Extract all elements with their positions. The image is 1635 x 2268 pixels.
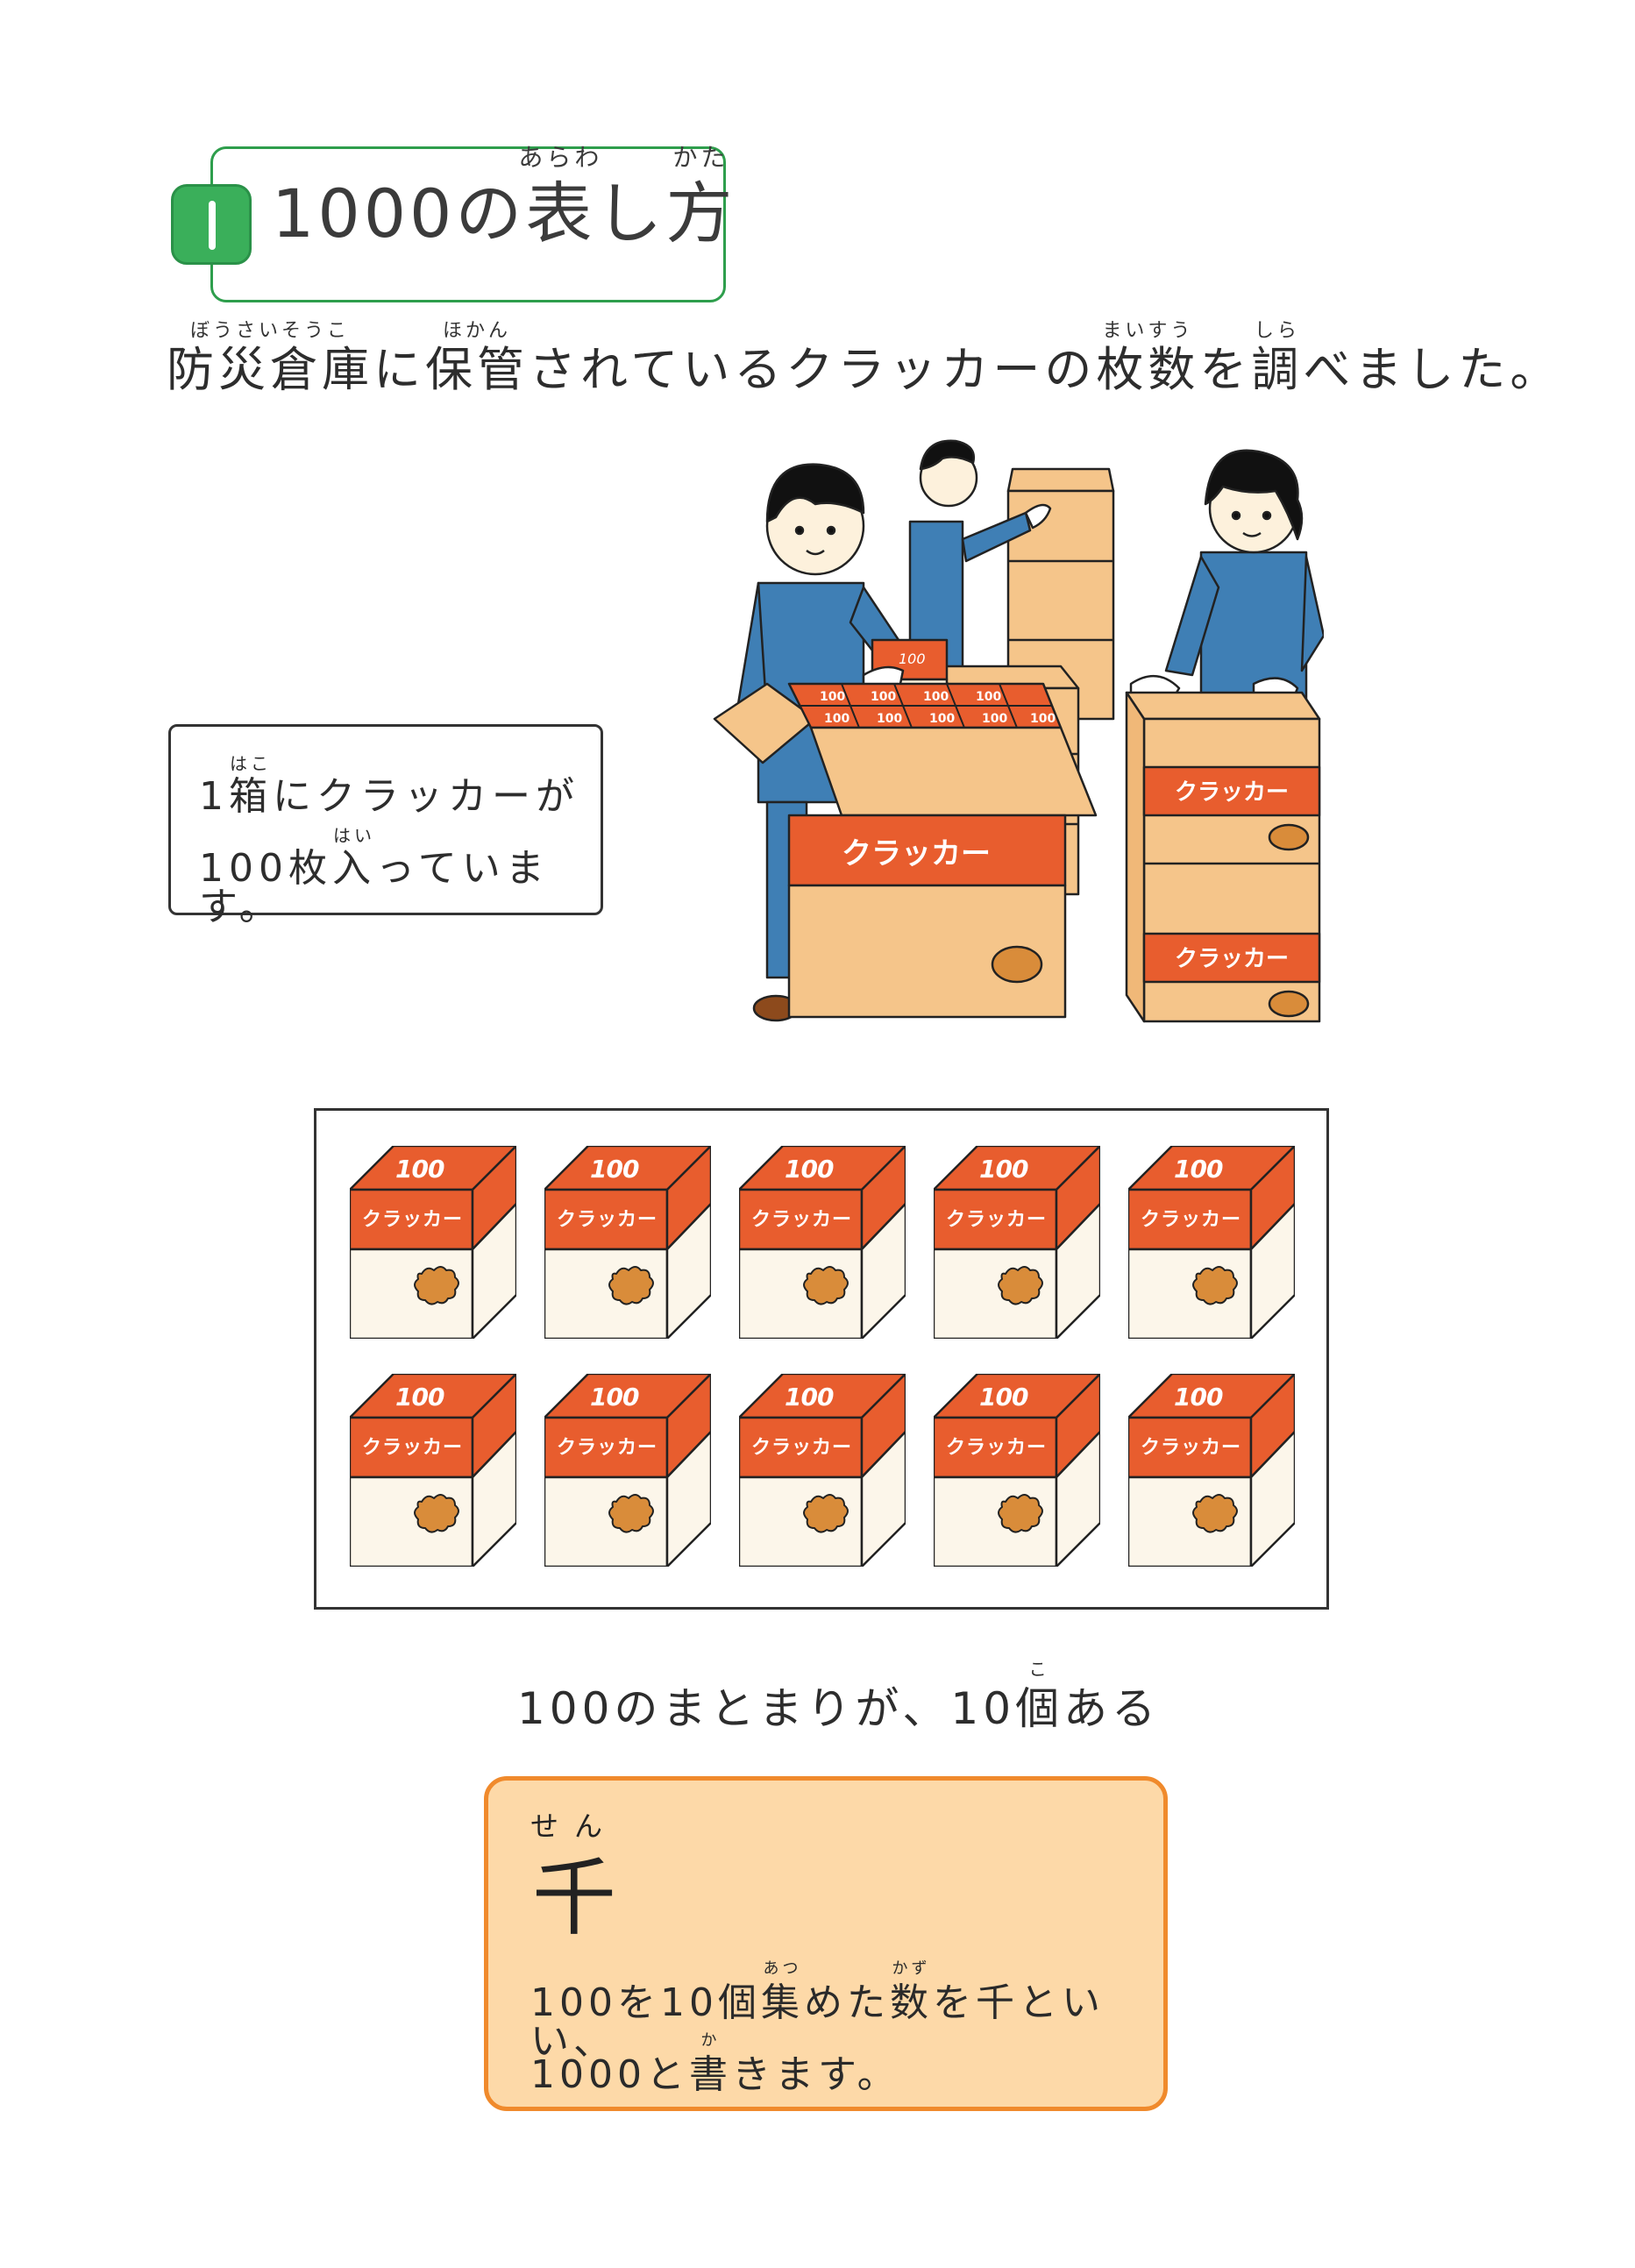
svg-text:100: 100 — [923, 690, 949, 704]
crates-panel: 100 クラッカー 100 クラッカー 100 クラッカー 100 クラッカー … — [314, 1108, 1329, 1610]
crate-name-label: クラッカー — [362, 1209, 464, 1231]
crate-count-label: 100 — [979, 1383, 1028, 1411]
crate-item: 100 クラッカー — [739, 1374, 906, 1567]
crate-count-label: 100 — [590, 1155, 639, 1184]
crate-grid: 100 クラッカー 100 クラッカー 100 クラッカー 100 クラッカー … — [350, 1146, 1295, 1575]
svg-text:100: 100 — [976, 690, 1001, 704]
intro-sentence: ぼうさいそうこ防災倉庫にほかん保管されているクラッカーのまいすう枚数をしら調べま… — [167, 320, 1562, 397]
section-number-badge — [171, 184, 252, 265]
crate-name-label: クラッカー — [946, 1437, 1048, 1459]
crate-item: 100 クラッカー — [544, 1374, 711, 1567]
svg-text:100: 100 — [824, 712, 849, 726]
svg-text:100: 100 — [1030, 712, 1056, 726]
title-prefix: 1000の — [272, 174, 526, 252]
svg-text:100: 100 — [929, 712, 955, 726]
crate-count-label: 100 — [1174, 1155, 1223, 1184]
crate-item: 100 クラッカー — [934, 1146, 1100, 1339]
page-title: 1000のあらわ表しかた方 — [272, 143, 736, 252]
svg-text:クラッカー: クラッカー — [1175, 779, 1289, 806]
crate-count-label: 100 — [590, 1383, 639, 1411]
svg-text:100: 100 — [877, 712, 902, 726]
info-line-2: 100枚はい入っています。 — [199, 825, 550, 929]
crate-name-label: クラッカー — [362, 1437, 464, 1459]
crate-count-label: 100 — [979, 1155, 1028, 1184]
crate-item: 100 クラッカー — [739, 1146, 906, 1339]
definition-box: せん千 100を10個あつ集めたかず数を千といい、 1000とか書きます。 — [484, 1776, 1168, 2111]
svg-text:クラッカー: クラッカー — [1175, 946, 1289, 972]
crate-count-label: 100 — [785, 1383, 834, 1411]
definition-line-1: 100を10個あつ集めたかず数を千といい、 — [530, 1959, 1105, 2064]
crate-name-label: クラッカー — [557, 1209, 658, 1231]
crate-name-label: クラッカー — [1141, 1437, 1242, 1459]
crate-count-label: 100 — [395, 1155, 444, 1184]
crate-count-label: 100 — [785, 1155, 834, 1184]
crate-name-label: クラッカー — [946, 1209, 1048, 1231]
definition-line-2: 1000とか書きます。 — [530, 2031, 900, 2097]
title-frame — [210, 146, 726, 302]
svg-text:100: 100 — [899, 651, 926, 667]
crate-item: 100 クラッカー — [350, 1374, 516, 1567]
crate-name-label: クラッカー — [751, 1437, 853, 1459]
crate-name-label: クラッカー — [751, 1209, 853, 1231]
section-number-glyph — [209, 201, 216, 250]
definition-term: せん千 — [530, 1809, 619, 1947]
svg-text:100: 100 — [982, 712, 1007, 726]
crate-item: 100 クラッカー — [934, 1374, 1100, 1567]
warehouse-illustration: 100 クラッカー クラッカー — [710, 430, 1326, 1034]
crate-count-label: 100 — [395, 1383, 444, 1411]
svg-text:クラッカー: クラッカー — [842, 836, 991, 871]
title-kanji-1: あらわ表 — [518, 143, 603, 252]
crate-name-label: クラッカー — [1141, 1209, 1242, 1231]
svg-text:100: 100 — [820, 690, 845, 704]
crate-count-label: 100 — [1174, 1383, 1223, 1411]
workers-and-boxes-icon: 100 クラッカー クラッカー — [713, 439, 1326, 1023]
crate-item: 100 クラッカー — [1128, 1146, 1295, 1339]
crate-item: 100 クラッカー — [1128, 1374, 1295, 1567]
title-kanji-2: かた方 — [665, 143, 736, 252]
crate-name-label: クラッカー — [557, 1437, 658, 1459]
crate-item: 100 クラッカー — [544, 1146, 711, 1339]
svg-text:100: 100 — [871, 690, 896, 704]
crate-item: 100 クラッカー — [350, 1146, 516, 1339]
